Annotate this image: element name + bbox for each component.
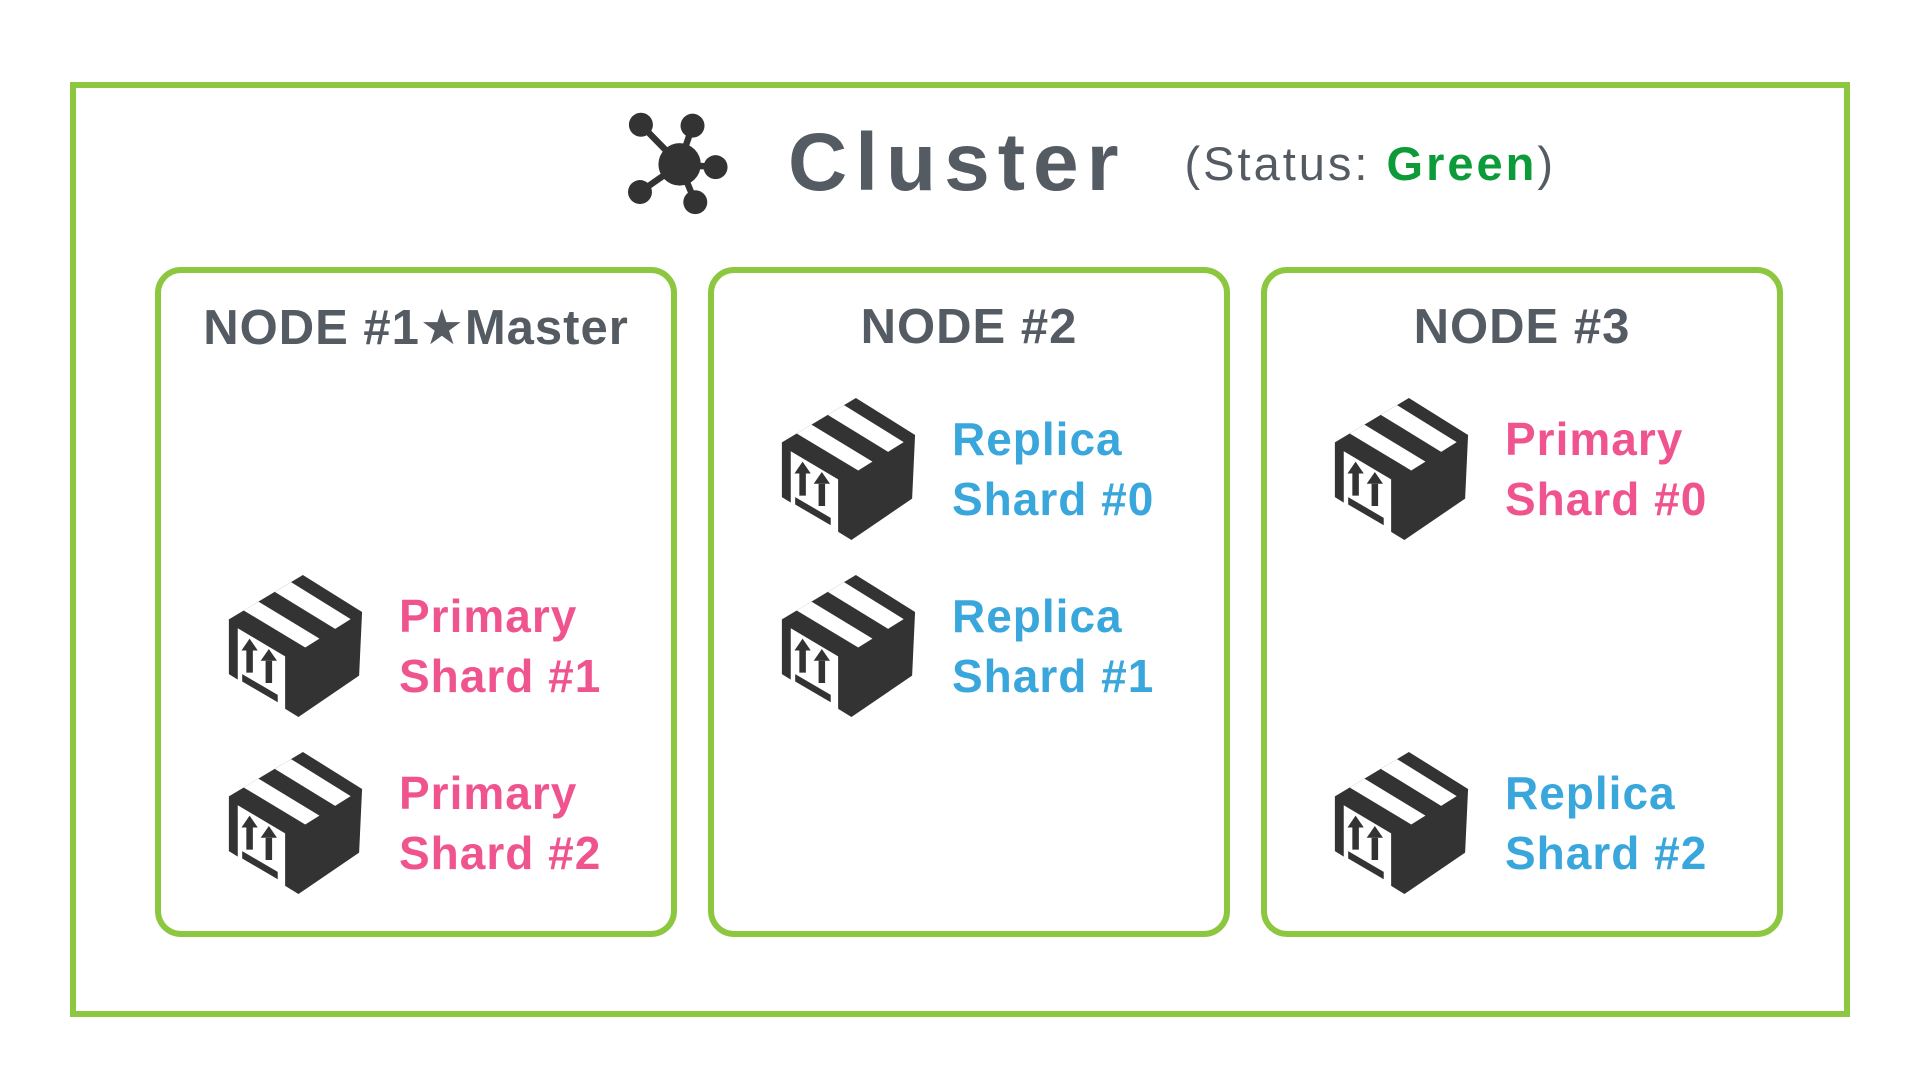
shard-label: Primary Shard #2 bbox=[399, 763, 601, 883]
node-title: NODE #3 bbox=[1413, 300, 1631, 354]
shard-label-line2: Shard #2 bbox=[399, 827, 602, 879]
shard-box-icon bbox=[228, 751, 363, 895]
shard-label-line1: Replica bbox=[1505, 767, 1676, 819]
shard-row: Replica Shard #1 bbox=[772, 571, 1154, 721]
shard-label: Replica Shard #1 bbox=[952, 586, 1154, 706]
shard-label-line2: Shard #0 bbox=[1505, 473, 1708, 525]
shard-label-line1: Primary bbox=[1505, 413, 1684, 465]
shard-row: Primary Shard #2 bbox=[219, 748, 601, 898]
shard-label: Replica Shard #0 bbox=[952, 409, 1154, 529]
shard-row: Replica Shard #0 bbox=[772, 394, 1154, 544]
shard-label-line1: Replica bbox=[952, 413, 1123, 465]
shard-label-line2: Shard #1 bbox=[952, 650, 1155, 702]
node-card-2: NODE #2 Replica Shard #0 bbox=[708, 267, 1230, 937]
shard-row: Replica Shard #2 bbox=[1325, 748, 1707, 898]
status-prefix: (Status: bbox=[1184, 136, 1371, 190]
shard-label: Primary Shard #1 bbox=[399, 586, 601, 706]
shard-label-line1: Primary bbox=[399, 590, 578, 642]
shard-label: Replica Shard #2 bbox=[1505, 763, 1707, 883]
network-hub-icon bbox=[628, 112, 728, 215]
shard-label-line1: Replica bbox=[952, 590, 1123, 642]
cluster-header: Cluster (Status: Green) bbox=[628, 100, 1556, 226]
status-value: Green bbox=[1386, 136, 1538, 190]
shard-label-line2: Shard #0 bbox=[952, 473, 1155, 525]
shard-box-icon bbox=[1334, 751, 1469, 895]
shard-row: Primary Shard #0 bbox=[1325, 394, 1707, 544]
shard-box-icon bbox=[1334, 397, 1469, 541]
shard-row: Primary Shard #1 bbox=[219, 571, 601, 721]
shard-label-line1: Primary bbox=[399, 767, 578, 819]
status-suffix: ) bbox=[1537, 136, 1557, 190]
shard-label-line2: Shard #1 bbox=[399, 650, 602, 702]
node-card-1: NODE #1★Master Primary Shard #1 bbox=[155, 267, 677, 937]
cluster-title: Cluster bbox=[788, 117, 1127, 208]
node-title: NODE #1★Master bbox=[203, 301, 629, 355]
shard-label-line2: Shard #2 bbox=[1505, 827, 1708, 879]
shard-box-icon bbox=[228, 574, 363, 718]
node-card-3: NODE #3 Primary Shard #0 bbox=[1261, 267, 1783, 937]
cluster-status: (Status: Green) bbox=[1185, 136, 1557, 191]
shard-box-icon bbox=[781, 397, 916, 541]
node-title: NODE #2 bbox=[860, 300, 1078, 354]
shard-label: Primary Shard #0 bbox=[1505, 409, 1707, 529]
shard-box-icon bbox=[781, 574, 916, 718]
